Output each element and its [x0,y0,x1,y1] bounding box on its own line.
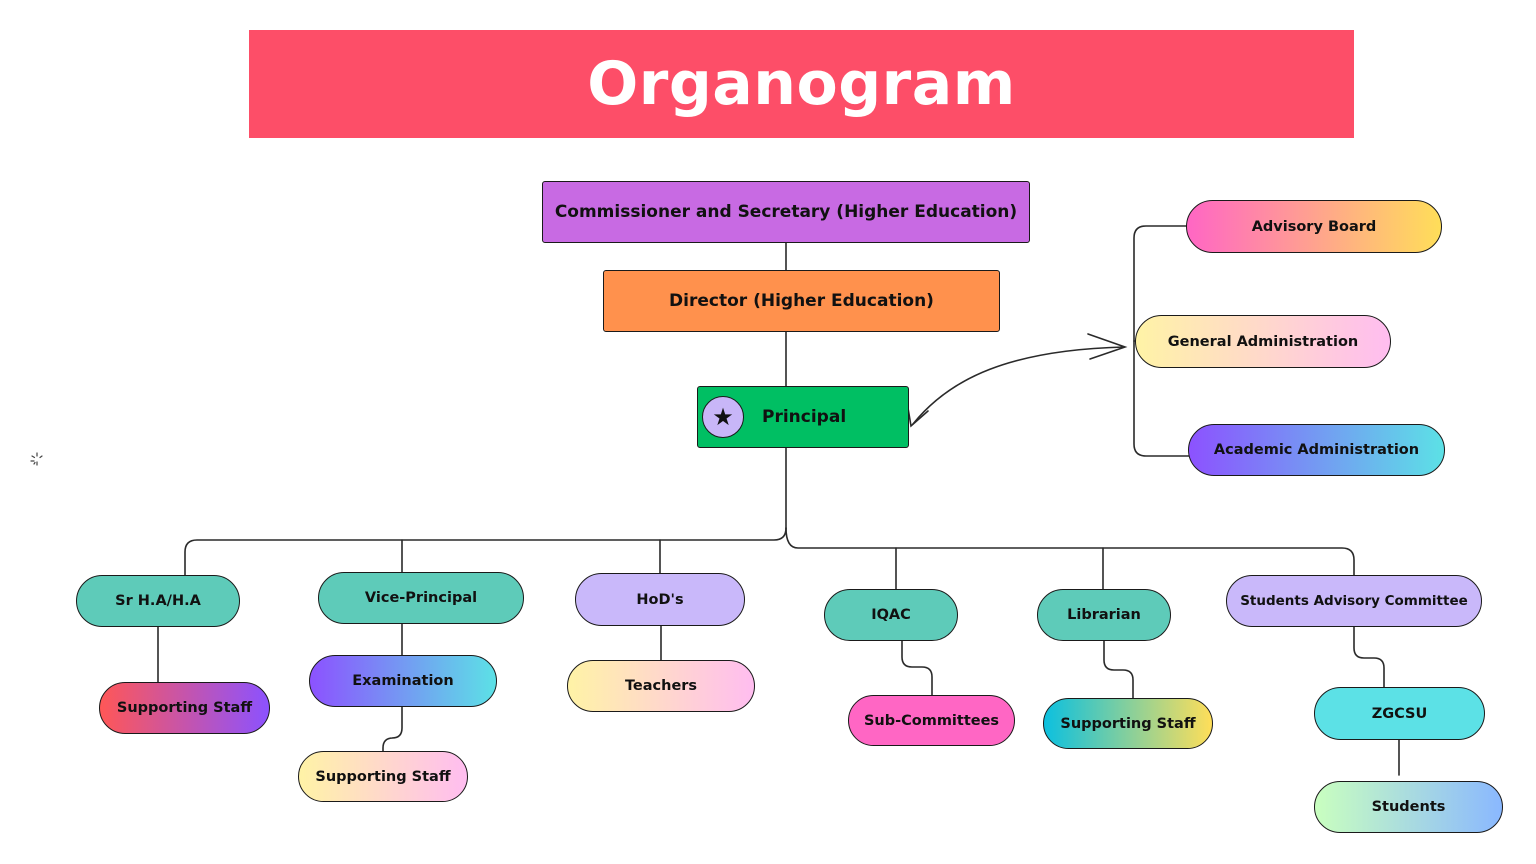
node-commissioner-label: Commissioner and Secretary (Higher Educa… [554,202,1018,222]
node-supporting-staff-librarian: Supporting Staff [1043,698,1213,749]
node-zgcsu-label: ZGCSU [1371,705,1428,722]
connector-left-branch [184,527,787,576]
arrow-principal-admin [912,346,1125,425]
node-librarian-label: Librarian [1067,607,1141,623]
node-examination: Examination [309,655,497,707]
node-director-label: Director (Higher Education) [669,291,934,311]
spinner-icon [30,452,43,466]
node-vice-principal-label: Vice-Principal [364,590,478,606]
node-commissioner: Commissioner and Secretary (Higher Educa… [542,181,1030,243]
node-supporting-staff-exam: Supporting Staff [298,751,468,802]
node-iqac: IQAC [824,589,958,641]
node-sr-ha-label: Sr H.A/H.A [115,593,201,609]
node-teachers-label: Teachers [624,678,698,694]
node-students-advisory-committee-label: Students Advisory Committee [1240,593,1468,609]
node-examination-label: Examination [352,673,454,689]
node-zgcsu: ZGCSU [1314,687,1485,740]
node-principal: ★ Principal [697,386,909,448]
node-librarian: Librarian [1037,589,1171,641]
node-iqac-label: IQAC [871,607,911,623]
node-supporting-staff-srha: Supporting Staff [99,682,270,734]
node-students-advisory-committee: Students Advisory Committee [1226,575,1482,627]
arrowhead-right [1087,333,1128,360]
node-advisory-board: Advisory Board [1186,200,1442,253]
node-supporting-staff-exam-label: Supporting Staff [315,768,451,785]
node-academic-administration-label: Academic Administration [1213,442,1420,458]
node-director: Director (Higher Education) [603,270,1000,332]
node-sub-committees: Sub-Committees [848,695,1015,746]
node-hods-label: HoD's [636,591,684,608]
node-students: Students [1314,781,1503,833]
arrowhead-left [906,401,929,428]
star-icon: ★ [702,396,744,438]
connector-librarian-supporting [1103,640,1134,699]
connector-exam-supporting [382,706,403,752]
title-banner: Organogram [249,30,1354,138]
node-supporting-staff-librarian-label: Supporting Staff [1060,715,1196,732]
node-general-administration: General Administration [1135,315,1391,368]
node-sr-ha: Sr H.A/H.A [76,575,240,627]
node-advisory-board-label: Advisory Board [1251,218,1377,235]
page-title: Organogram [587,49,1016,119]
node-teachers: Teachers [567,660,755,712]
node-supporting-staff-srha-label: Supporting Staff [116,700,253,716]
node-principal-label: Principal [762,407,847,427]
connector-right-branch [785,527,1355,576]
node-general-administration-label: General Administration [1167,333,1359,350]
node-sub-committees-label: Sub-Committees [863,712,1000,729]
node-students-label: Students [1371,799,1446,815]
connector-iqac-subcommittees [901,640,933,696]
node-academic-administration: Academic Administration [1188,424,1445,476]
node-hods: HoD's [575,573,745,626]
connector-sac-zgcsu [1353,626,1385,688]
node-vice-principal: Vice-Principal [318,572,524,624]
